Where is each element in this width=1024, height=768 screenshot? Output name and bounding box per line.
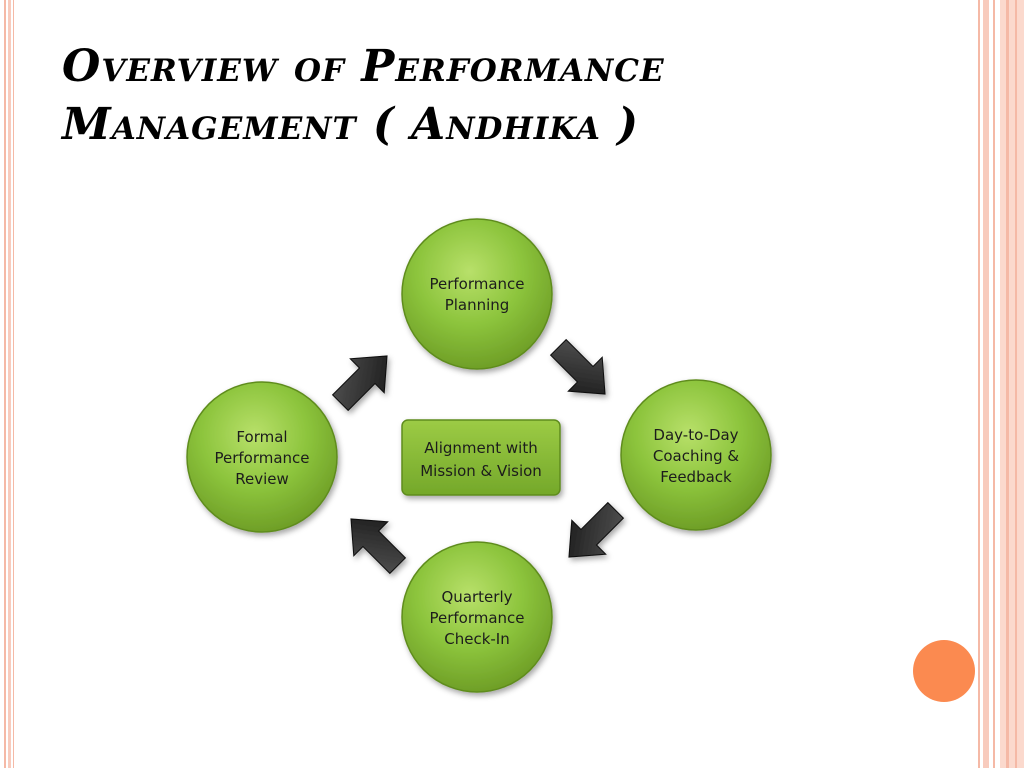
center-label: Mission & Vision (420, 462, 542, 480)
arrow-planning-to-coaching (540, 329, 623, 412)
accent-dot (913, 640, 975, 702)
cycle-node-label: Performance (429, 609, 524, 627)
cycle-node-label: Planning (445, 296, 510, 314)
slide-title-line-1: Overview of Performance (62, 41, 665, 92)
cycle-node-label: Review (235, 470, 289, 488)
right-border-line (1015, 0, 1017, 768)
cycle-node-label: Performance (214, 449, 309, 467)
cycle-node-label: Coaching & (653, 447, 740, 465)
right-border-panel (1000, 0, 1024, 768)
cycle-node-day-to-day-coaching: Day-to-Day Coaching & Feedback (620, 379, 772, 531)
right-border-line (1006, 0, 1009, 768)
slide-title-line-2: Management ( Andhika ) (62, 99, 640, 150)
cycle-node-quarterly-check-in: Quarterly Performance Check-In (401, 541, 553, 693)
center-label: Alignment with (424, 439, 537, 457)
cycle-node-label: Day-to-Day (653, 426, 738, 444)
right-border-band (983, 0, 989, 768)
cycle-node-performance-planning: Performance Planning (401, 218, 553, 370)
cycle-node-formal-review: Formal Performance Review (186, 381, 338, 533)
right-border-line (993, 0, 995, 768)
arrow-review-to-planning (322, 338, 405, 421)
cycle-node-label: Quarterly (442, 588, 513, 606)
left-border-line (13, 0, 14, 768)
arrow-coaching-to-checkin (551, 492, 634, 575)
slide-title: Overview of Performance Management ( And… (62, 38, 942, 154)
right-border-line (978, 0, 980, 768)
arrow-checkin-to-review (333, 501, 416, 584)
left-border-line (4, 0, 6, 768)
cycle-node-label: Formal (236, 428, 287, 446)
cycle-node-label: Performance (429, 275, 524, 293)
cycle-node-label: Feedback (660, 468, 732, 486)
cycle-node-label: Check-In (444, 630, 510, 648)
left-border-band (8, 0, 11, 768)
center-alignment-box: Alignment with Mission & Vision (401, 419, 561, 496)
